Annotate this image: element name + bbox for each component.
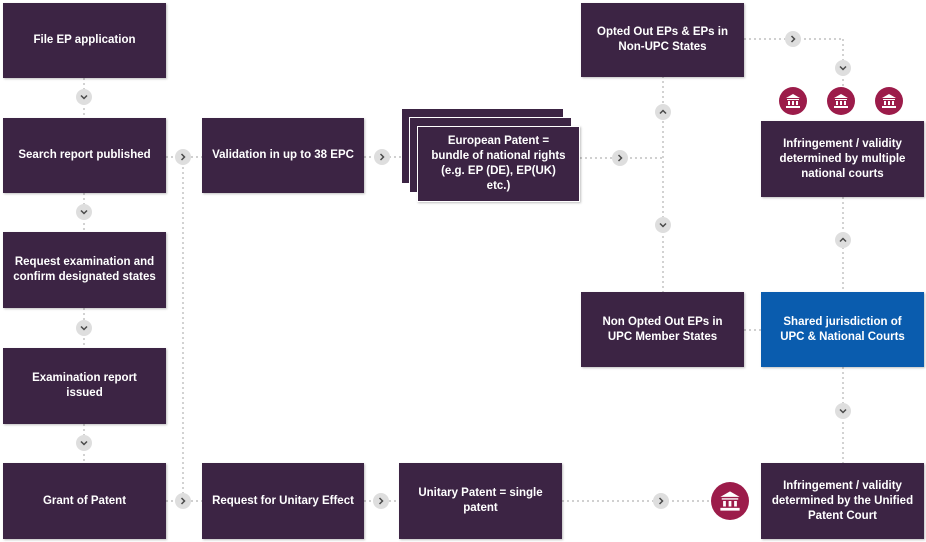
chevron-up-icon xyxy=(835,232,851,248)
chevron-right-icon xyxy=(653,493,669,509)
opted-out-eps-box: Opted Out EPs & EPs in Non-UPC States xyxy=(581,3,744,77)
chevron-down-icon xyxy=(76,89,92,105)
courthouse-icon xyxy=(711,482,749,520)
validation-box: Validation in up to 38 EPC xyxy=(202,118,364,193)
request-examination-box: Request examination and confirm designat… xyxy=(3,232,166,308)
grant-of-patent-box: Grant of Patent xyxy=(3,463,166,539)
chevron-down-icon xyxy=(835,60,851,76)
chevron-right-icon xyxy=(175,149,191,165)
chevron-right-icon xyxy=(373,493,389,509)
chevron-down-icon xyxy=(655,217,671,233)
chevron-down-icon xyxy=(76,204,92,220)
chevron-right-icon xyxy=(374,149,390,165)
unitary-patent-box: Unitary Patent = single patent xyxy=(399,463,562,539)
chevron-down-icon xyxy=(835,403,851,419)
request-unitary-effect-box: Request for Unitary Effect xyxy=(202,463,364,539)
chevron-right-icon xyxy=(175,493,191,509)
chevron-right-icon xyxy=(612,150,628,166)
courthouse-icon xyxy=(827,87,855,115)
search-report-box: Search report published xyxy=(3,118,166,193)
chevron-up-icon xyxy=(655,104,671,120)
courthouse-icon xyxy=(779,87,807,115)
non-opted-out-eps-box: Non Opted Out EPs in UPC Member States xyxy=(581,292,744,367)
upc-court-box: Infringement / validity determined by th… xyxy=(761,463,924,539)
courthouse-icon xyxy=(875,87,903,115)
examination-report-box: Examination report issued xyxy=(3,348,166,424)
european-patent-box: European Patent = bundle of national rig… xyxy=(417,126,580,202)
national-courts-box: Infringement / validity determined by mu… xyxy=(761,121,924,197)
chevron-down-icon xyxy=(76,320,92,336)
chevron-right-icon xyxy=(785,31,801,47)
shared-jurisdiction-box: Shared jurisdiction of UPC & National Co… xyxy=(761,292,924,367)
file-ep-application-box: File EP application xyxy=(3,3,166,78)
chevron-down-icon xyxy=(76,435,92,451)
